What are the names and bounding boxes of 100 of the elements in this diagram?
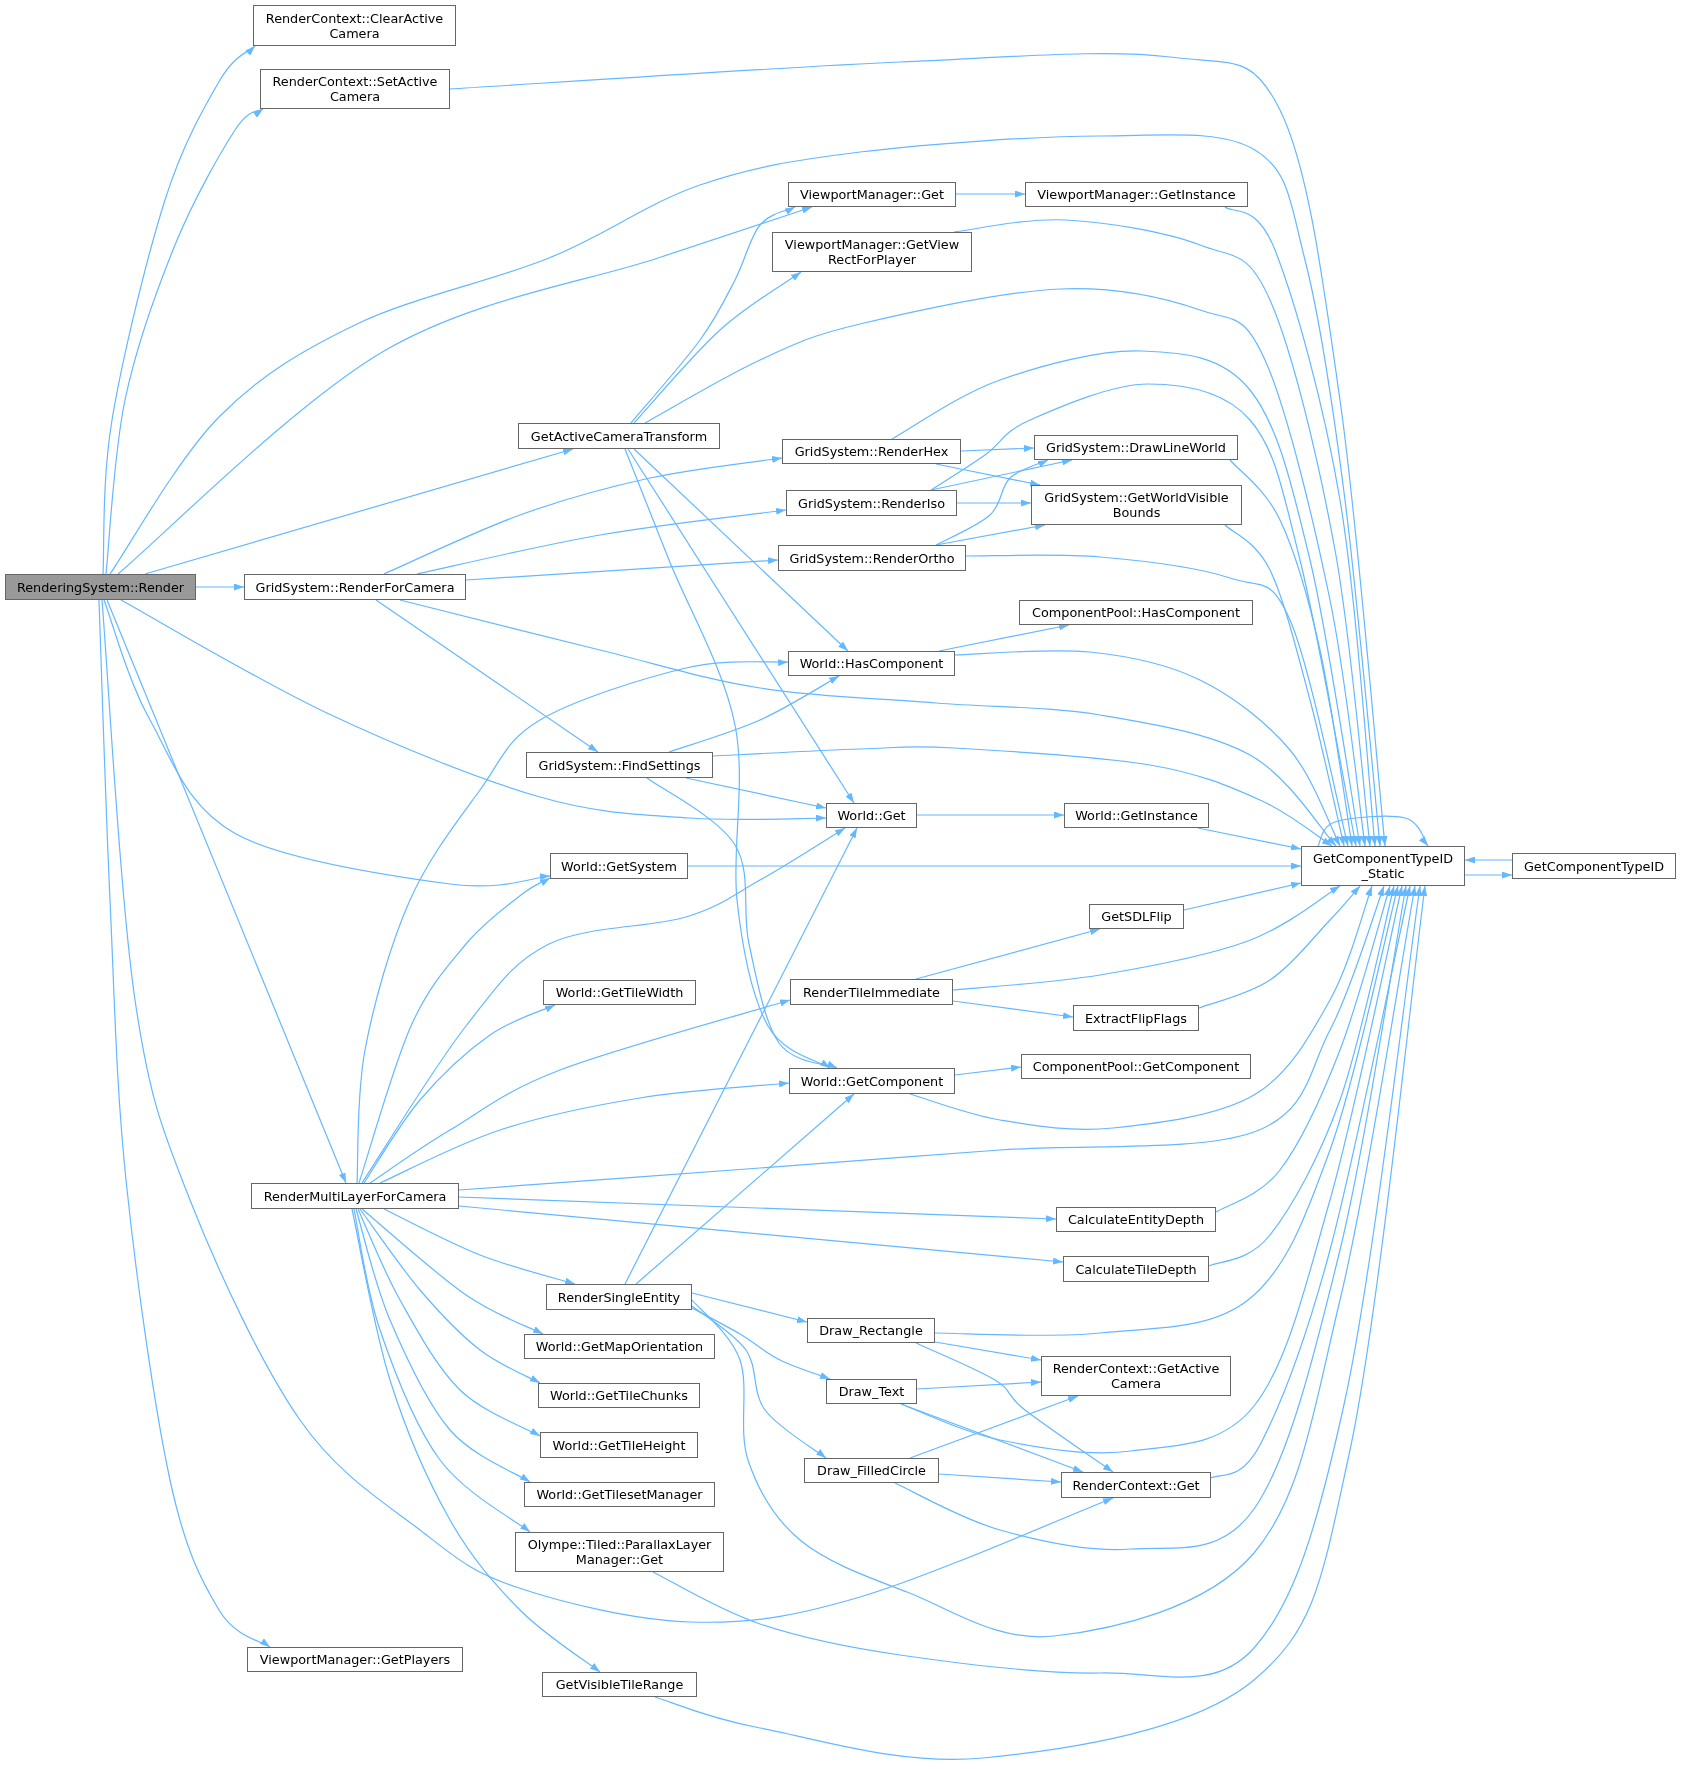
call-arrow — [691, 1292, 808, 1323]
call-arrow — [356, 658, 789, 1184]
call-arrow — [894, 885, 1408, 1551]
call-arrow — [449, 52, 1388, 847]
function-node: World::GetComponent — [789, 1068, 955, 1094]
function-node: RenderContext::SetActive Camera — [260, 69, 450, 109]
call-arrow — [915, 1342, 1114, 1473]
function-node: Olympe::Tiled::ParallaxLayer Manager::Get — [515, 1532, 724, 1572]
call-arrow — [635, 1093, 855, 1285]
call-arrow — [691, 1305, 827, 1459]
call-arrow — [960, 444, 1035, 452]
call-arrow — [383, 1208, 576, 1285]
call-arrow — [359, 1208, 541, 1384]
call-arrow — [712, 746, 1333, 847]
call-arrow — [355, 1208, 531, 1483]
function-node: GridSystem::RenderIso — [786, 490, 957, 516]
call-arrow — [934, 1341, 1042, 1362]
call-arrow — [357, 1208, 541, 1437]
call-arrow — [1183, 881, 1302, 911]
call-arrow — [938, 1473, 1062, 1485]
function-node: World::HasComponent — [788, 651, 955, 676]
function-node: GridSystem::RenderOrtho — [778, 545, 966, 571]
call-arrow — [458, 1196, 1057, 1223]
call-arrow — [691, 1307, 831, 1380]
call-arrow — [909, 885, 1373, 1130]
call-arrow — [98, 599, 271, 1648]
call-arrow — [120, 599, 827, 822]
call-arrow — [627, 448, 855, 804]
function-node: World::GetInstance — [1064, 803, 1209, 828]
call-arrow — [891, 350, 1362, 847]
call-arrow — [935, 463, 1041, 487]
call-arrow — [938, 623, 1070, 652]
call-arrow — [351, 1208, 601, 1673]
call-arrow — [934, 885, 1399, 1337]
function-node: ViewportManager::GetView RectForPlayer — [772, 232, 972, 272]
call-arrow — [458, 1205, 1064, 1265]
function-node: RenderContext::GetActive Camera — [1041, 1356, 1231, 1396]
call-arrow — [465, 557, 779, 581]
call-arrow — [1317, 815, 1429, 847]
call-arrow — [109, 134, 1383, 847]
call-arrow — [916, 1379, 1042, 1390]
call-arrow — [633, 448, 849, 652]
call-arrow — [633, 271, 802, 424]
call-arrow — [952, 1000, 1074, 1020]
function-node: ExtractFlipFlags — [1073, 1005, 1199, 1031]
function-node: Draw_FilledCircle — [804, 1458, 939, 1483]
call-arrow — [103, 599, 551, 887]
call-arrow — [955, 190, 1026, 198]
function-node: GridSystem::FindSettings — [526, 752, 713, 778]
call-arrow — [458, 885, 1385, 1191]
call-arrow — [195, 583, 245, 591]
function-node: ViewportManager::Get — [788, 182, 956, 207]
call-arrow — [1210, 885, 1412, 1479]
call-arrow — [935, 459, 1049, 546]
call-arrow — [361, 827, 846, 1184]
call-arrow — [646, 777, 838, 1069]
call-arrow — [383, 455, 783, 575]
function-node: GetComponentTypeID — [1512, 853, 1676, 879]
function-node: World::GetTileWidth — [543, 980, 696, 1005]
call-arrow — [685, 777, 827, 810]
call-arrow — [363, 1004, 556, 1184]
function-node: ComponentPool::HasComponent — [1019, 600, 1253, 625]
call-arrow — [630, 206, 796, 424]
call-arrow — [952, 885, 1341, 991]
call-arrow — [624, 448, 831, 1069]
function-node: World::Get — [826, 803, 917, 828]
function-node: RenderTileImmediate — [790, 979, 953, 1005]
call-arrow — [369, 999, 791, 1184]
highlighted-function-node: RenderingSystem::Render — [5, 574, 196, 600]
call-arrow — [644, 288, 1368, 847]
call-arrow — [102, 45, 256, 575]
call-arrow — [375, 599, 599, 753]
call-arrow — [416, 507, 787, 575]
call-arrow — [117, 206, 813, 575]
function-node: Draw_Text — [826, 1379, 917, 1404]
call-arrow — [954, 1064, 1022, 1076]
function-node: RenderContext::Get — [1061, 1472, 1211, 1498]
call-arrow — [1197, 827, 1302, 851]
function-node: GridSystem::RenderForCamera — [244, 574, 466, 600]
call-arrow — [909, 1395, 1079, 1459]
call-arrow — [687, 862, 1302, 870]
call-arrow — [915, 928, 1101, 980]
function-node: GetSDLFlip — [1089, 904, 1184, 929]
function-node: CalculateEntityDepth — [1056, 1207, 1216, 1232]
function-node: ViewportManager::GetInstance — [1025, 182, 1248, 207]
call-arrow — [930, 383, 1358, 847]
function-node: World::GetMapOrientation — [524, 1334, 715, 1359]
function-node: ComponentPool::GetComponent — [1021, 1054, 1251, 1079]
call-arrow — [1224, 206, 1378, 847]
function-node: GridSystem::GetWorldVisible Bounds — [1031, 485, 1242, 525]
call-arrow — [1229, 459, 1354, 847]
call-arrow — [358, 877, 551, 1184]
call-arrow — [1464, 856, 1513, 864]
call-arrow — [101, 599, 1114, 1623]
call-arrow — [916, 811, 1065, 819]
call-arrow — [1198, 885, 1361, 1009]
call-arrow — [1464, 871, 1513, 879]
function-node: CalculateTileDepth — [1063, 1256, 1209, 1282]
call-arrow — [361, 1208, 544, 1335]
call-arrow — [954, 650, 1341, 847]
